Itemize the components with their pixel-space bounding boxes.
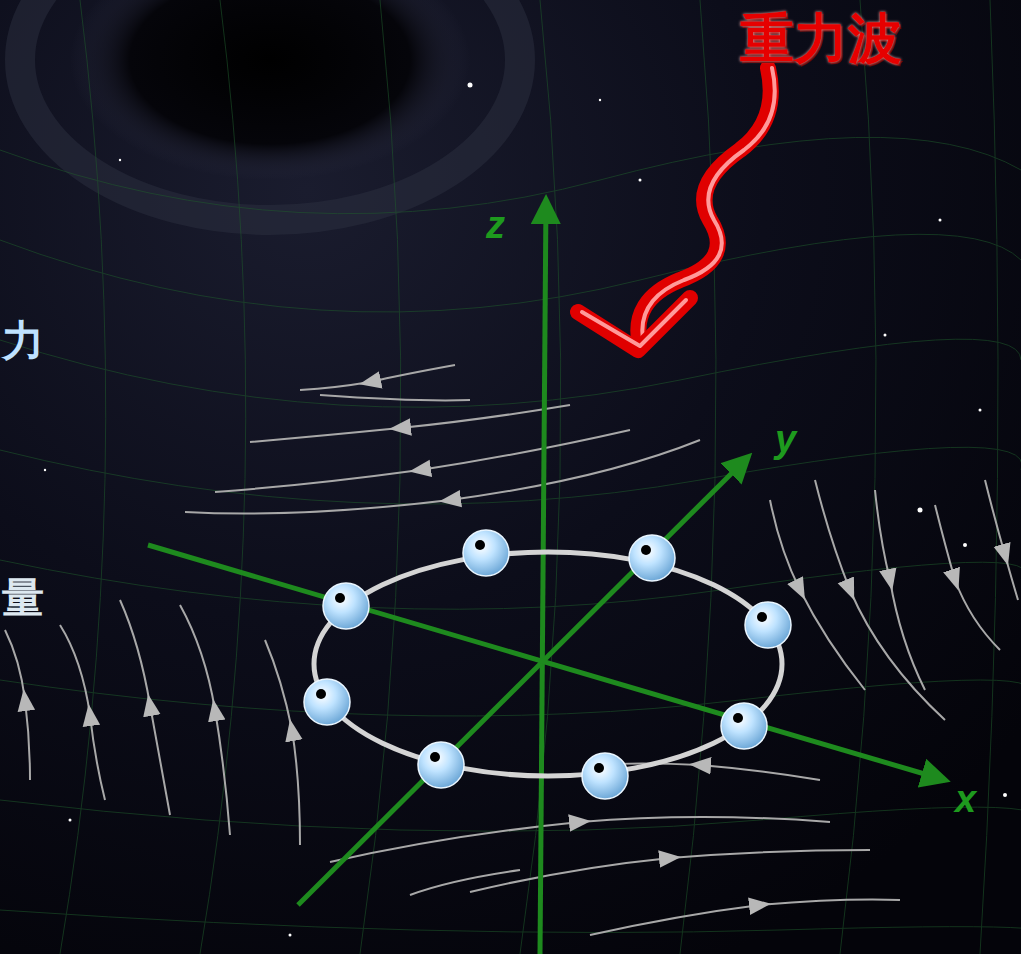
axis-label: z [486,206,505,244]
fragment-text: 力 [2,320,44,362]
fragment-text: 量 [2,577,44,619]
wave-label: 重力波 [740,12,902,66]
axis-label: y [775,420,796,458]
axis-label: x [955,780,976,818]
